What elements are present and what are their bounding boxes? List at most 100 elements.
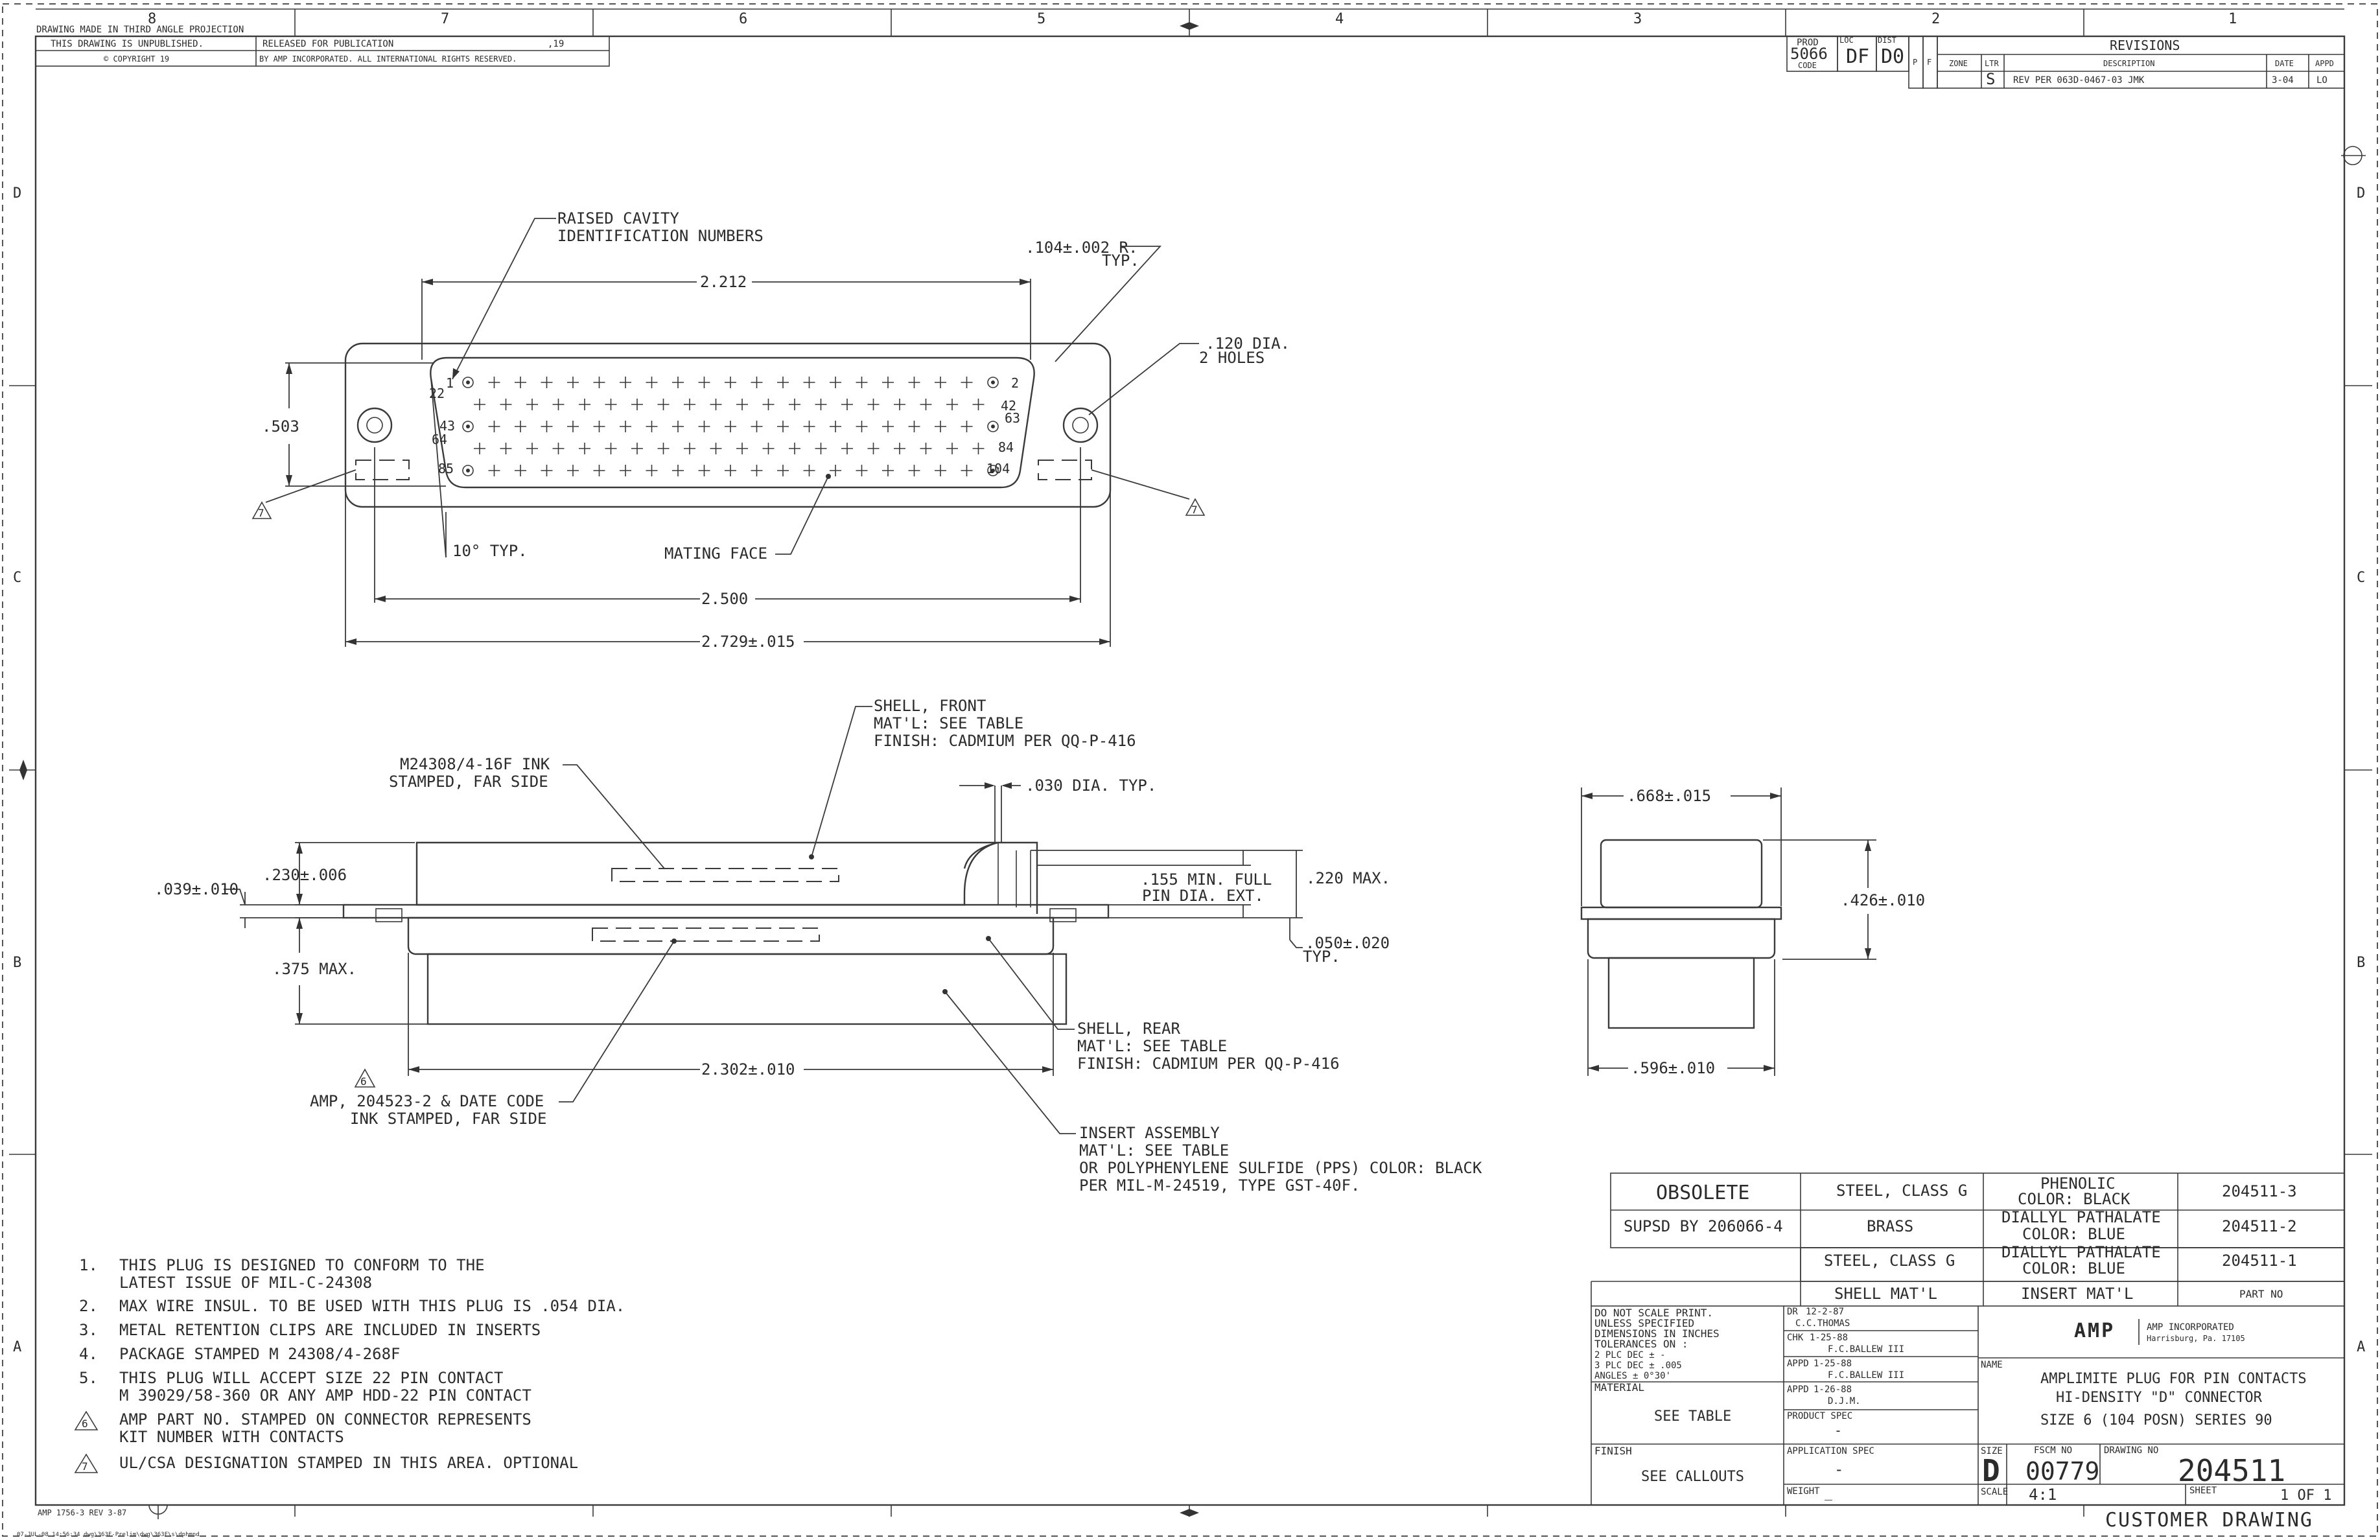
ul-mark-right: 7 (1191, 504, 1198, 516)
grid-col-4: 4 (1335, 11, 1344, 27)
tol-line-1: DO NOT SCALE PRINT. (1594, 1307, 1713, 1319)
dim-2212: 2.212 (700, 273, 747, 291)
dim-2729: 2.729±.015 (701, 633, 795, 651)
title-block: DO NOT SCALE PRINT. UNLESS SPECIFIED DIM… (1591, 1305, 2345, 1506)
tol-line-7: ANGLES ± 0°30' (1594, 1371, 1671, 1381)
pin-cavity (815, 399, 827, 410)
sheet-label: SHEET (2189, 1486, 2217, 1496)
pin-cavity (920, 443, 932, 454)
row3-shell: STEEL, CLASS G (1824, 1252, 1955, 1270)
publication-header: DRAWING MADE IN THIRD ANGLE PROJECTION T… (35, 25, 610, 67)
prod-code: 5066 (1790, 45, 1828, 63)
row1-status: OBSOLETE (1656, 1182, 1750, 1204)
pin-cavity (935, 465, 946, 476)
dr-date: 12-2-87 (1806, 1307, 1844, 1317)
pin-cavity (882, 377, 894, 388)
pin-cavity (935, 421, 946, 432)
dim-2302: 2.302±.010 (701, 1060, 795, 1079)
pin-cavity (882, 465, 894, 476)
dist-label: DIST (1878, 36, 1896, 45)
ink-stamp-label-1: M24308/4-16F INK (400, 755, 550, 773)
product-spec-value: - (1834, 1423, 1842, 1438)
rev-appd-header: APPD (2315, 59, 2334, 68)
size-value: D (1982, 1453, 2000, 1488)
rev-appd: LO (2316, 75, 2328, 86)
released-note: RELEASED FOR PUBLICATION (262, 39, 393, 49)
fscm-label: FSCM NO (2034, 1445, 2072, 1456)
dim-050-label-1: .050±.020 (1305, 934, 1390, 952)
f-label: F (1927, 58, 1931, 67)
grid-col-7: 7 (441, 11, 449, 27)
dim-220: .220 MAX. (1306, 869, 1390, 887)
shell-header: SHELL MAT'L (1834, 1285, 1937, 1303)
tol-line-3: DIMENSIONS IN INCHES (1594, 1327, 1720, 1340)
company-name: AMP INCORPORATED (2147, 1322, 2234, 1333)
pin-cavity (579, 399, 590, 410)
appd2-name: D.J.M. (1828, 1396, 1861, 1406)
row1-shell: STEEL, CLASS G (1836, 1182, 1967, 1200)
row1-insert-2: COLOR: BLACK (2018, 1190, 2130, 1208)
rev-zone-header: ZONE (1949, 59, 1968, 68)
insert-label-2: MAT'L: SEE TABLE (1079, 1141, 1229, 1160)
prod-label: PROD (1797, 38, 1819, 48)
pin-cavity (961, 421, 973, 432)
side-view: SHELL, FRONT MAT'L: SEE TABLE FINISH: CA… (154, 697, 1482, 1195)
rev-description: REV PER 063D-0467-03 JMK (2013, 75, 2145, 86)
pin-cavity (620, 377, 631, 388)
pin-cavity-dot (991, 425, 995, 428)
weight-value: _ (1825, 1485, 1833, 1500)
pin-label-43: 43 (439, 418, 455, 434)
part-mark: 6 (360, 1075, 367, 1088)
pin-cavity (672, 421, 684, 432)
pin-cavity (751, 377, 763, 388)
pin-cavity (541, 377, 553, 388)
pin-cavity (762, 443, 775, 454)
grid-row-b-left: B (13, 955, 21, 971)
insert-header: INSERT MAT'L (2021, 1285, 2133, 1303)
pin-cavity-marked (462, 377, 474, 388)
pin-cavity-dot (466, 425, 470, 428)
front-view: 1 22 2 42 43 63 64 84 85 104 RAISED CAVI… (251, 209, 1290, 651)
pin-label-2: 2 (1011, 375, 1019, 391)
tol-line-6: 3 PLC DEC ± .005 (1594, 1360, 1682, 1371)
dwg-label: DRAWING NO (2104, 1445, 2158, 1456)
pin-cavity (777, 377, 789, 388)
pin-cavity (972, 443, 985, 454)
end-view: .668±.015 .426±.010 .596±.010 (1580, 787, 1925, 1077)
ink-stamp-label-2: STAMPED, FAR SIDE (389, 773, 548, 791)
note-7-num: 7 (82, 1460, 88, 1473)
pin-cavity (672, 465, 684, 476)
shell-rear-label-2: MAT'L: SEE TABLE (1077, 1037, 1227, 1055)
general-notes: 1. THIS PLUG IS DESIGNED TO CONFORM TO T… (74, 1256, 625, 1473)
pin-cavity (815, 443, 827, 454)
pin-cavity (961, 465, 973, 476)
pin-cavity (751, 465, 763, 476)
app-spec-value: - (1834, 1460, 1843, 1478)
pin-cavity (567, 421, 579, 432)
dim-230: .230±.006 (262, 866, 347, 884)
pin-cavity (515, 421, 526, 432)
pin-cavity-marked (987, 377, 999, 388)
holes-label-2: 2 HOLES (1199, 349, 1265, 367)
p-label: P (1913, 58, 1917, 67)
pin-cavity (830, 465, 841, 476)
raised-cavity-label-2: IDENTIFICATION NUMBERS (557, 227, 764, 245)
pin-cavity (684, 443, 695, 454)
grid-row-c-left: C (13, 570, 21, 586)
dim-503: .503 (262, 417, 299, 436)
product-spec-label: PRODUCT SPEC (1787, 1411, 1852, 1421)
pin-cavity (631, 399, 643, 410)
amp-logo: AMP (2074, 1319, 2140, 1345)
pin-cavity (684, 399, 695, 410)
insert-label-1: INSERT ASSEMBLY (1079, 1124, 1220, 1142)
pin-label-63: 63 (1005, 410, 1020, 426)
tol-line-5: 2 PLC DEC ± - (1594, 1350, 1666, 1360)
shell-front-label-3: FINISH: CADMIUM PER QQ-P-416 (874, 732, 1136, 750)
dist-value: D0 (1881, 45, 1904, 68)
pin-cavity (698, 421, 710, 432)
dim-375: .375 MAX. (272, 960, 356, 978)
pin-cavity (789, 443, 800, 454)
customer-drawing-label: CUSTOMER DRAWING (2105, 1509, 2313, 1532)
dim-426: .426±.010 (1841, 891, 1925, 909)
dim-155-label-2: PIN DIA. EXT. (1142, 887, 1264, 905)
